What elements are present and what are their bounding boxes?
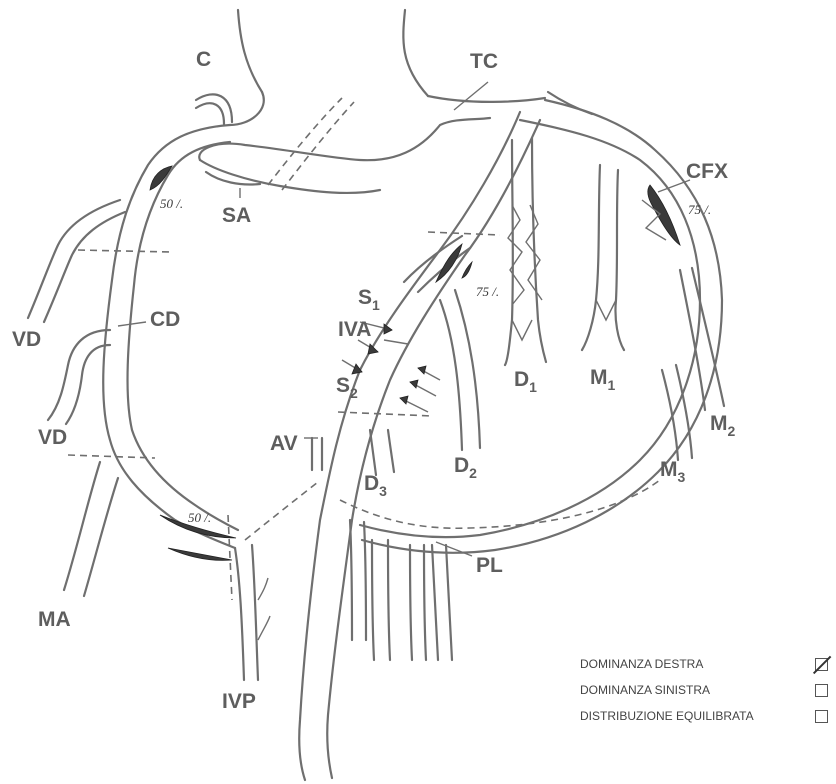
left-anterior-descending <box>299 112 540 780</box>
label-m2: M2 <box>710 412 736 439</box>
diagonal-branches <box>370 138 546 475</box>
label-av: AV <box>270 432 298 455</box>
aorta <box>199 10 545 193</box>
vd-branches <box>28 200 125 424</box>
av-pl-branches <box>312 438 452 660</box>
label-tc: TC <box>470 50 498 73</box>
label-m1: M1 <box>590 366 616 393</box>
circumflex-artery <box>360 92 722 553</box>
dominance-legend: DOMINANZA DESTRA DOMINANZA SINISTRA DIST… <box>580 651 830 729</box>
label-s1: S1 <box>358 286 380 313</box>
stenosis-cd-distal: 50 /. <box>188 510 211 525</box>
sa-branch <box>268 98 354 190</box>
label-cfx: CFX <box>686 160 728 183</box>
ma-branch <box>64 462 118 596</box>
label-vd-2: VD <box>38 426 67 449</box>
label-pl: PL <box>476 554 503 577</box>
legend-label: DISTRIBUZIONE EQUILIBRATA <box>580 709 754 723</box>
label-c: C <box>196 48 211 71</box>
stenosis-iva: 75 /. <box>476 284 499 299</box>
label-sa: SA <box>222 204 251 227</box>
label-vd-1: VD <box>12 328 41 351</box>
label-d1: D1 <box>514 368 537 395</box>
legend-row-sinistra[interactable]: DOMINANZA SINISTRA <box>580 677 830 703</box>
stenosis-cfx: 75 /. <box>688 202 711 217</box>
labels: C TC CFX SA CD VD VD MA IVP AV PL IVA S1… <box>12 48 736 713</box>
ivp-branch <box>235 545 270 680</box>
label-iva: IVA <box>338 318 371 341</box>
label-d3: D3 <box>364 472 387 499</box>
label-s2: S2 <box>336 374 358 401</box>
legend-label: DOMINANZA SINISTRA <box>580 683 710 697</box>
lesion-cfx <box>648 185 680 245</box>
stenosis-cd-proximal: 50 /. <box>160 196 183 211</box>
lesion-ivp <box>168 548 232 560</box>
label-ivp: IVP <box>222 690 256 713</box>
lesion-d1 <box>508 205 524 305</box>
label-ma: MA <box>38 608 71 631</box>
legend-row-destra[interactable]: DOMINANZA DESTRA <box>580 651 830 677</box>
label-m3: M3 <box>660 458 686 485</box>
checkbox-dominanza-destra[interactable] <box>815 658 828 671</box>
label-d2: D2 <box>454 454 477 481</box>
legend-row-equilibrata[interactable]: DISTRIBUZIONE EQUILIBRATA <box>580 703 830 729</box>
checkbox-dominanza-sinistra[interactable] <box>815 684 828 697</box>
label-cd: CD <box>150 308 180 331</box>
legend-label: DOMINANZA DESTRA <box>580 657 703 671</box>
lesion-iva-2 <box>462 262 472 278</box>
right-coronary-artery <box>103 125 260 548</box>
checkbox-distribuzione-equilibrata[interactable] <box>815 710 828 723</box>
conus-branch <box>196 94 232 124</box>
